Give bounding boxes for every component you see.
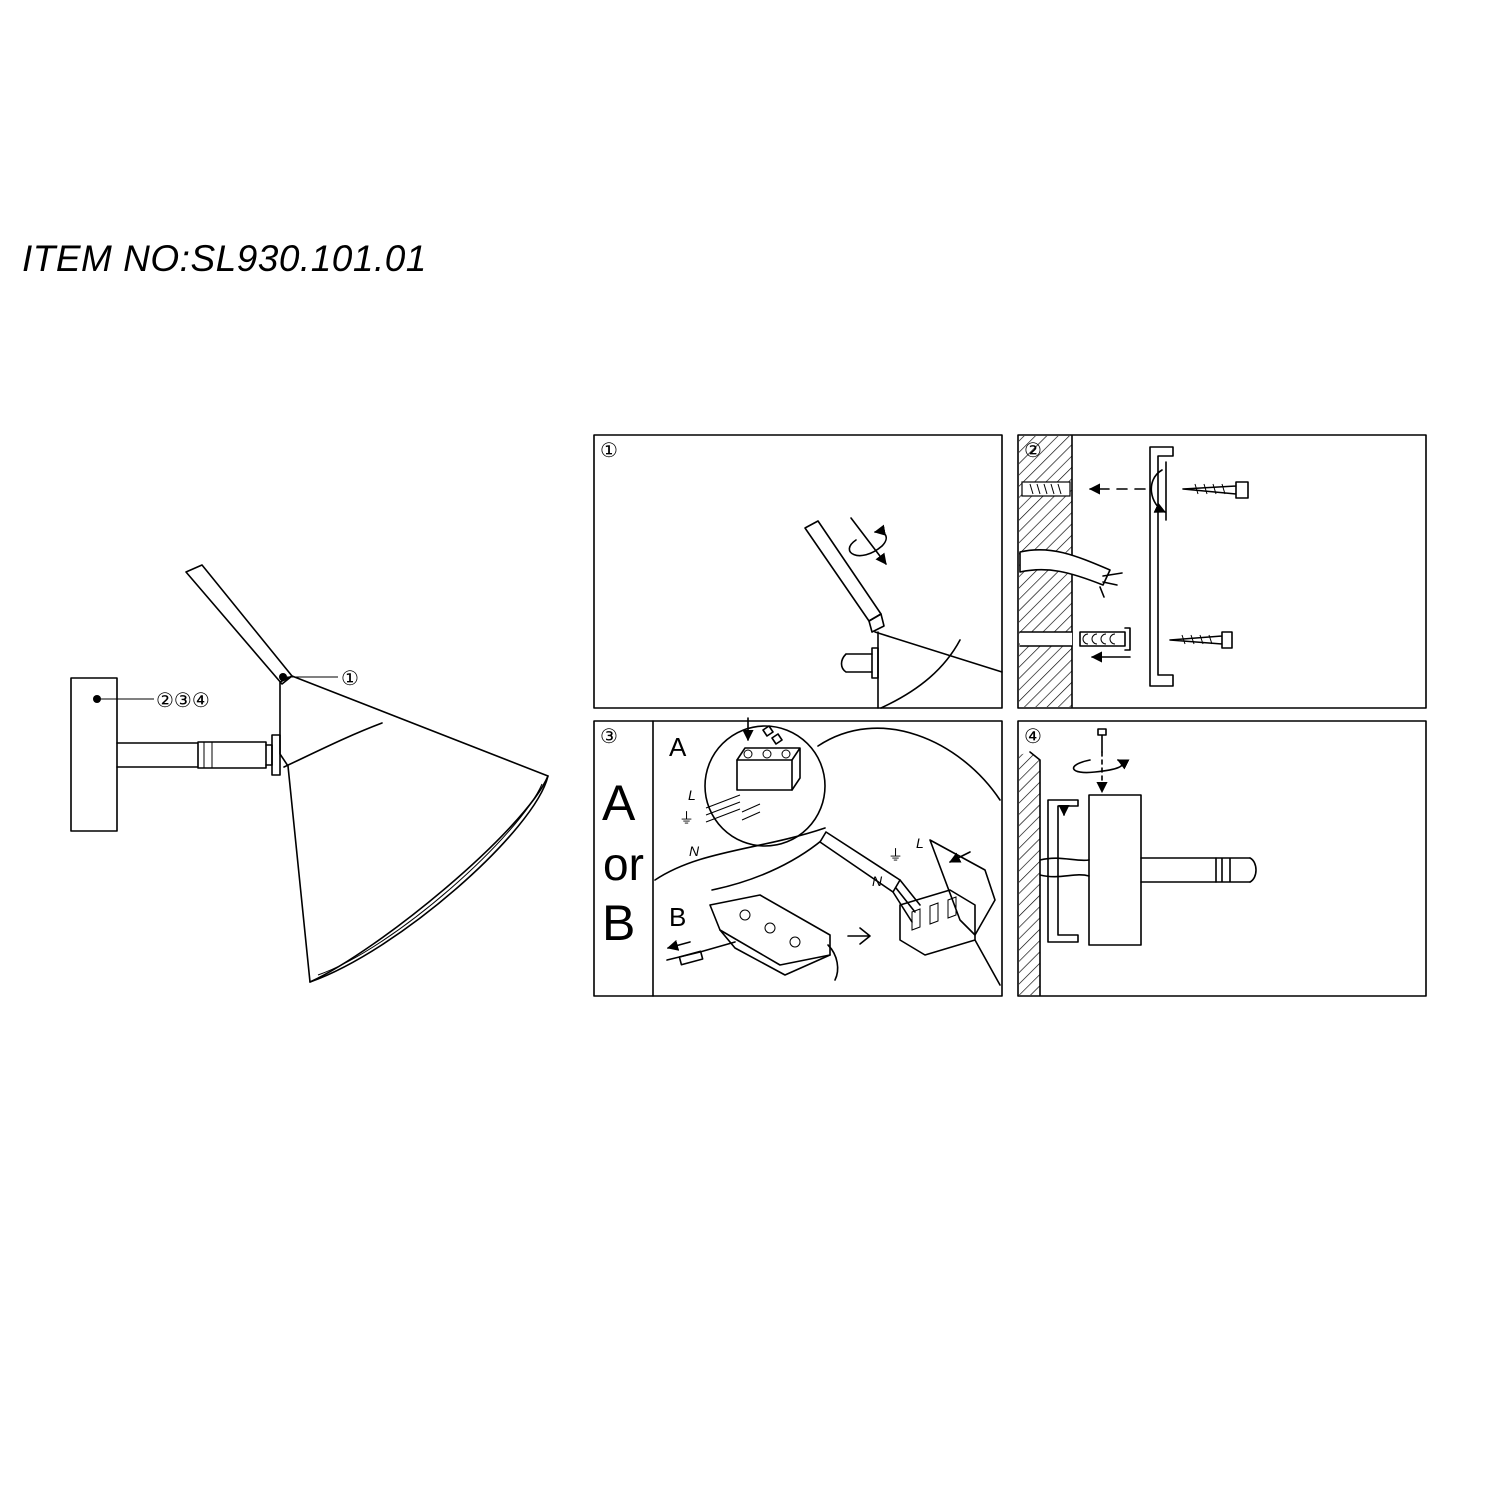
- step-4-bracket: [1047, 799, 1079, 943]
- screw-top: [1182, 481, 1249, 499]
- swivel-joint: [271, 734, 281, 776]
- wall-plug: [1079, 627, 1131, 651]
- callout-base-label: ②③④: [156, 688, 210, 712]
- terminal-block-a: [736, 759, 793, 791]
- step-4-number: ④: [1024, 724, 1042, 748]
- step-2-frame: [1017, 434, 1427, 709]
- clamp-connector: [709, 894, 831, 966]
- step-3-number: ③: [600, 724, 618, 748]
- cone-shade: [279, 675, 549, 983]
- step-1-panel: ①: [593, 434, 1003, 709]
- option-a-label: A: [669, 732, 687, 762]
- step-1-rod: [804, 520, 882, 622]
- step-4-panel: ④: [1017, 720, 1427, 997]
- wire-label-live-b: L: [916, 835, 924, 851]
- wire-label-earth-b: ⏚: [888, 846, 903, 864]
- step-1-number: ①: [600, 438, 618, 462]
- step-2-panel: ②: [1017, 434, 1427, 709]
- detail-magnifier: [704, 725, 826, 847]
- step-4-wall-plate: [1088, 794, 1142, 946]
- step-3-panel: ③ A or B A B N L ⏚ ⏚ L N: [593, 717, 1003, 997]
- wire-label-neutral-a: N: [689, 843, 700, 859]
- option-text-a: A: [602, 775, 636, 831]
- step-4-frame: [1017, 720, 1427, 997]
- screw-bottom: [1169, 631, 1233, 649]
- option-b-label: B: [669, 902, 686, 932]
- wire-label-live-a: L: [688, 787, 696, 803]
- wire-label-earth-a: ⏚: [679, 809, 694, 827]
- wall-plate: [70, 677, 118, 832]
- item-number-title: ITEM NO:SL930.101.01: [22, 238, 427, 279]
- step-4-screw: [1097, 728, 1107, 753]
- mounting-bracket: [1149, 446, 1174, 687]
- horizontal-arm: [116, 742, 199, 768]
- wire-label-neutral-b: N: [872, 873, 883, 889]
- terminal-cover: [929, 839, 996, 936]
- option-text-or: or: [603, 838, 644, 890]
- arm-coupling: [197, 741, 267, 769]
- step-2-number: ②: [1024, 438, 1042, 462]
- main-lamp-view: ① ②③④: [70, 564, 549, 983]
- callout-arm-label: ①: [341, 666, 359, 690]
- step-1-frame: [593, 434, 1003, 709]
- terminal-block-right: [899, 889, 976, 956]
- option-text-b: B: [602, 895, 635, 951]
- step-3-frame: [593, 720, 1003, 997]
- step-2-cable: [1019, 548, 1111, 586]
- angled-rod: [185, 564, 293, 685]
- step-4-wall: [1019, 752, 1040, 995]
- screwdriver-icon: [678, 950, 704, 966]
